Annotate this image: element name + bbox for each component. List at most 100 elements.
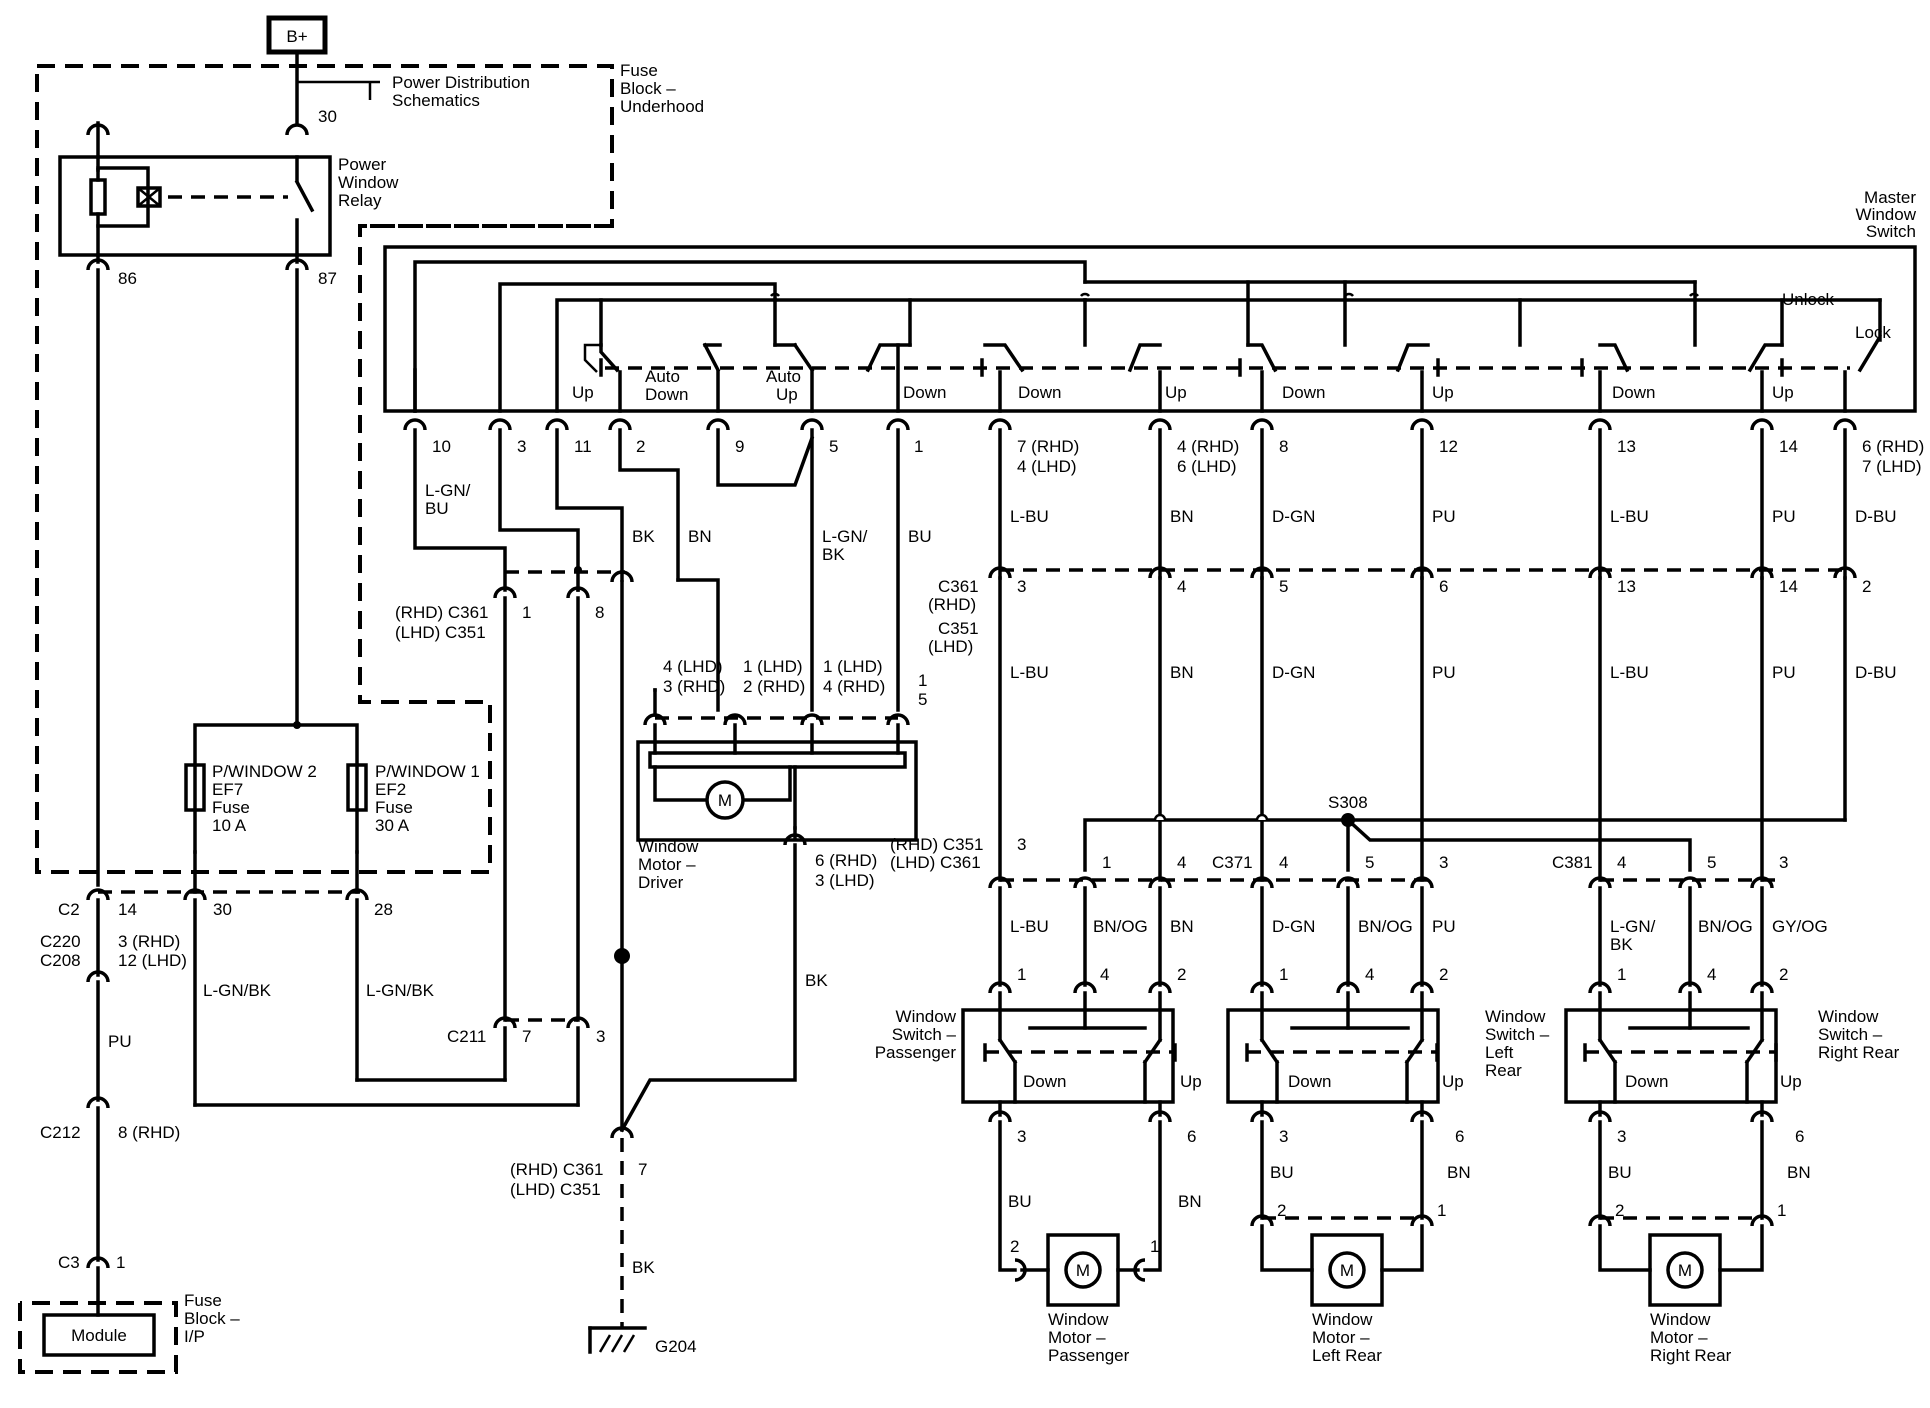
- ground-pin: 7: [638, 1160, 647, 1179]
- contact-down-2: Down: [903, 383, 946, 402]
- wire-c-4: PU: [1432, 663, 1456, 682]
- ds1-name-2: Switch –: [892, 1025, 957, 1044]
- ds1-mpin-1: 1: [1150, 1237, 1159, 1256]
- ground-conn-1: (RHD) C361: [510, 1160, 604, 1179]
- wire-b-3: D-GN: [1272, 507, 1315, 526]
- door-switch-passenger: [961, 981, 1177, 1307]
- contact-up-1: Up: [572, 383, 594, 402]
- master-name-2: Window: [1856, 205, 1917, 224]
- dm-pin-4lhd: 4 (LHD): [663, 657, 723, 676]
- fuse-ip-1: Fuse: [184, 1291, 222, 1310]
- relay-pin-30: 30: [318, 107, 337, 126]
- ds2-name-3: Left: [1485, 1043, 1514, 1062]
- ds1-wire-bu: BU: [1008, 1192, 1032, 1211]
- ds1-motor-name-2: Motor –: [1048, 1328, 1106, 1347]
- ds3-mpin-1: 1: [1777, 1201, 1786, 1220]
- ds3-out-3: 3: [1617, 1127, 1626, 1146]
- ds2-mpin-2: 2: [1277, 1201, 1286, 1220]
- dm-name-3: Driver: [638, 873, 684, 892]
- relay-pin-86: 86: [118, 269, 137, 288]
- c361-pin-5: 5: [1279, 577, 1288, 596]
- mid-pin-3b: 3: [1439, 853, 1448, 872]
- ds1-motor-name-3: Passenger: [1048, 1346, 1130, 1365]
- ds3-pin-1: 1: [1617, 965, 1626, 984]
- fuse1-rating: 30 A: [375, 816, 410, 835]
- c2-pin-30: 30: [213, 900, 232, 919]
- wire-lgnbu-1: L-GN/: [425, 481, 471, 500]
- ds1-name-3: Passenger: [875, 1043, 957, 1062]
- fuse2-rating: 10 A: [212, 816, 247, 835]
- contact-down-3: Down: [1018, 383, 1061, 402]
- contact-up-5: Up: [1772, 383, 1794, 402]
- master-pin-9: 9: [735, 437, 744, 456]
- master-pin-4lhd: 4 (LHD): [1017, 457, 1077, 476]
- fuse2-name: P/WINDOW 2: [212, 762, 317, 781]
- wire-bn-a: BN: [688, 527, 712, 546]
- ds3-pin-2: 2: [1779, 965, 1788, 984]
- master-pin-6lhd: 6 (LHD): [1177, 457, 1237, 476]
- fuse-ip-2: Block –: [184, 1309, 240, 1328]
- wire-c-1: L-BU: [1010, 663, 1049, 682]
- ds1-mpin-2: 2: [1010, 1237, 1019, 1256]
- ground-conn-2: (LHD) C351: [510, 1180, 601, 1199]
- ds3-down: Down: [1625, 1072, 1668, 1091]
- master-pin-1: 1: [914, 437, 923, 456]
- fuse2-type: Fuse: [212, 798, 250, 817]
- dm-out-pin-1: 6 (RHD): [815, 851, 877, 870]
- dm-out-wire: BK: [805, 971, 828, 990]
- c2-pin-28: 28: [374, 900, 393, 919]
- fuse-ef2: [346, 763, 368, 812]
- master-pin-14: 14: [1779, 437, 1798, 456]
- c220-pin-b: 12 (LHD): [118, 951, 187, 970]
- mid-pin-3: 3: [1017, 835, 1026, 854]
- left-conn-name-1: (RHD) C361: [395, 603, 489, 622]
- mid-conn-cups: [988, 876, 1774, 889]
- fuse-block-uh-1: Fuse: [620, 61, 658, 80]
- master-pin-4rhd: 4 (RHD): [1177, 437, 1239, 456]
- master-pin-7rhd: 7 (RHD): [1017, 437, 1079, 456]
- ds3-motor-name-2: Motor –: [1650, 1328, 1708, 1347]
- master-pin-5: 5: [829, 437, 838, 456]
- left-conn-pin-8: 8: [595, 603, 604, 622]
- wire-c-3: D-GN: [1272, 663, 1315, 682]
- mid-pin-4c: 4: [1617, 853, 1626, 872]
- wire-b-4: PU: [1432, 507, 1456, 526]
- c361-pin-2: 2: [1862, 577, 1871, 596]
- relay-name-1: Power: [338, 155, 387, 174]
- c208-label: C208: [40, 951, 81, 970]
- c211-pin-3: 3: [596, 1027, 605, 1046]
- dm-pin-5: 5: [918, 690, 927, 709]
- dm-name-1: Window: [638, 837, 699, 856]
- master-window-switch: [383, 245, 1917, 413]
- ds2-name-4: Rear: [1485, 1061, 1522, 1080]
- mid-conn-name-2: (LHD) C361: [890, 853, 981, 872]
- dw-8: BN/OG: [1698, 917, 1753, 936]
- wire-c-6: PU: [1772, 663, 1796, 682]
- wire-lgnbk-a1: L-GN/: [822, 527, 868, 546]
- c361-pin-6: 6: [1439, 577, 1448, 596]
- ds2-out-6: 6: [1455, 1127, 1464, 1146]
- c361-pin-13: 13: [1617, 577, 1636, 596]
- relay-name-2: Window: [338, 173, 399, 192]
- ds2-pin-4: 4: [1365, 965, 1374, 984]
- master-pin-cups: [403, 418, 1857, 431]
- c212-label: C212: [40, 1123, 81, 1142]
- ds1-pin-2: 2: [1177, 965, 1186, 984]
- mid-pin-5a: 5: [1365, 853, 1374, 872]
- mid-conn-name-1: (RHD) C351: [890, 835, 984, 854]
- ds1-down: Down: [1023, 1072, 1066, 1091]
- dw-5: BN/OG: [1358, 917, 1413, 936]
- fuse1-id: EF2: [375, 780, 406, 799]
- master-pin-13: 13: [1617, 437, 1636, 456]
- master-pin-12: 12: [1439, 437, 1458, 456]
- module-box: [42, 1313, 156, 1357]
- c211-pin-7: 7: [522, 1027, 531, 1046]
- wire-c-7: D-BU: [1855, 663, 1897, 682]
- wire-b-5: L-BU: [1610, 507, 1649, 526]
- ds3-up: Up: [1780, 1072, 1802, 1091]
- door-wires: [998, 886, 1764, 987]
- contact-down-4: Down: [1282, 383, 1325, 402]
- c371-label: C371: [1212, 853, 1253, 872]
- c2-pin-14: 14: [118, 900, 137, 919]
